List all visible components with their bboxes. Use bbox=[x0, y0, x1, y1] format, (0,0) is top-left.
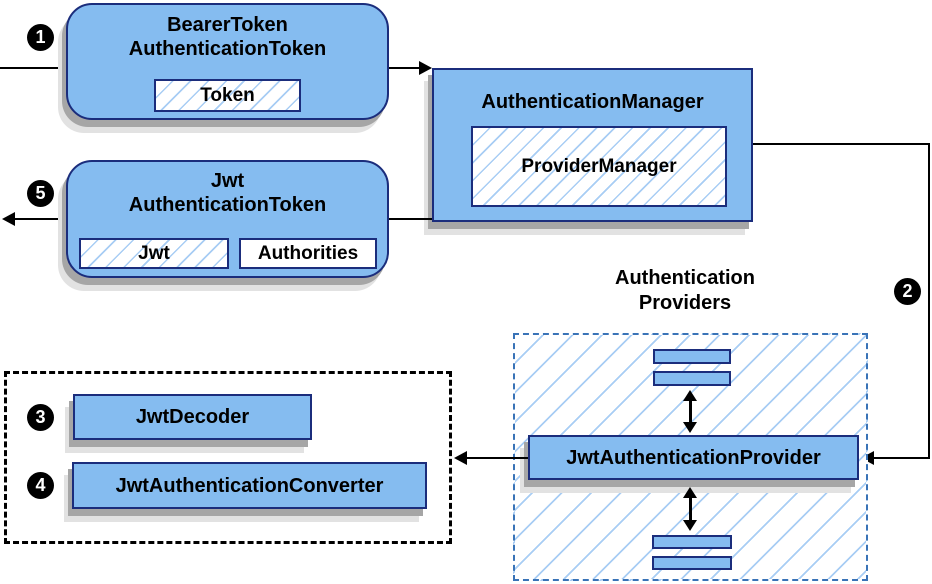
jwt-decoder-converter-group bbox=[4, 371, 452, 544]
jwt-token-title-line2: AuthenticationToken bbox=[128, 194, 327, 216]
jwt-decoder-title: JwtDecoder bbox=[135, 406, 250, 428]
arrow-stem bbox=[689, 496, 692, 522]
authorities-chip: Authorities bbox=[239, 238, 377, 269]
jwt-chip: Jwt bbox=[79, 238, 229, 269]
step-4-badge: 4 bbox=[27, 472, 54, 499]
provider-list-bar-top-1 bbox=[653, 349, 731, 364]
provider-list-bar-bottom-2 bbox=[652, 556, 732, 570]
arrow-stem bbox=[689, 399, 692, 424]
arrow-up-icon bbox=[683, 487, 697, 498]
jwt-authentication-converter-node: JwtAuthenticationConverter bbox=[72, 462, 427, 509]
provider-manager-chip-label: ProviderManager bbox=[521, 155, 677, 177]
authentication-providers-label-line1: Authentication bbox=[615, 267, 755, 289]
step-3-badge: 3 bbox=[27, 404, 54, 431]
manager-to-jwt-token-line bbox=[389, 218, 432, 220]
bearer-token-title-line1: BearerToken bbox=[167, 14, 288, 36]
bearer-token-authentication-token-node: BearerToken AuthenticationToken Token bbox=[66, 3, 389, 120]
authentication-manager-node: AuthenticationManager ProviderManager bbox=[432, 68, 753, 222]
step-5-badge: 5 bbox=[27, 180, 54, 207]
outgoing-result-arrowhead bbox=[2, 212, 15, 226]
provider-manager-chip: ProviderManager bbox=[471, 126, 727, 207]
arrow-up-icon bbox=[683, 390, 697, 401]
jwt-authentication-token-node: Jwt AuthenticationToken Jwt Authorities bbox=[66, 160, 389, 278]
jwt-authentication-provider-title: JwtAuthenticationProvider bbox=[566, 446, 821, 469]
step-1-number: 1 bbox=[35, 27, 46, 47]
jwt-decoder-node: JwtDecoder bbox=[73, 394, 312, 440]
token-chip-label: Token bbox=[200, 84, 255, 106]
bearer-token-title-line2: AuthenticationToken bbox=[128, 38, 327, 60]
step-5-number: 5 bbox=[35, 183, 46, 203]
authentication-providers-label: Authentication Providers bbox=[590, 266, 780, 316]
provider-to-decoder-line bbox=[466, 457, 528, 459]
providers-iteration-arrow-bottom bbox=[683, 487, 697, 531]
step-2-number: 2 bbox=[902, 281, 913, 301]
provider-list-bar-top-2 bbox=[653, 371, 731, 386]
outgoing-result-line bbox=[13, 218, 66, 220]
providers-iteration-arrow-top bbox=[683, 390, 697, 433]
arrow-down-icon bbox=[683, 422, 697, 433]
jwt-authentication-converter-title: JwtAuthenticationConverter bbox=[115, 474, 384, 497]
authorities-chip-label: Authorities bbox=[257, 242, 359, 264]
jwt-authentication-provider-node: JwtAuthenticationProvider bbox=[528, 435, 859, 480]
provider-list-bar-bottom-1 bbox=[652, 535, 732, 549]
bearer-to-manager-arrowhead bbox=[419, 61, 432, 75]
token-chip: Token bbox=[154, 79, 301, 112]
bearer-to-manager-line bbox=[389, 67, 420, 69]
arrow-down-icon bbox=[683, 520, 697, 531]
provider-to-decoder-arrowhead bbox=[454, 451, 467, 465]
authentication-manager-title: AuthenticationManager bbox=[481, 91, 704, 113]
step-1-badge: 1 bbox=[27, 24, 54, 51]
incoming-request-line bbox=[0, 67, 66, 69]
step-3-number: 3 bbox=[35, 407, 46, 427]
step-4-number: 4 bbox=[35, 475, 46, 495]
jwt-token-title-line1: Jwt bbox=[210, 170, 245, 192]
manager-to-provider-line-top bbox=[753, 143, 930, 145]
jwt-chip-label: Jwt bbox=[138, 242, 170, 264]
authentication-providers-label-line2: Providers bbox=[638, 292, 732, 314]
manager-to-provider-line-vertical bbox=[928, 143, 930, 459]
step-2-badge: 2 bbox=[894, 278, 921, 305]
manager-to-provider-line-bottom bbox=[873, 457, 930, 459]
